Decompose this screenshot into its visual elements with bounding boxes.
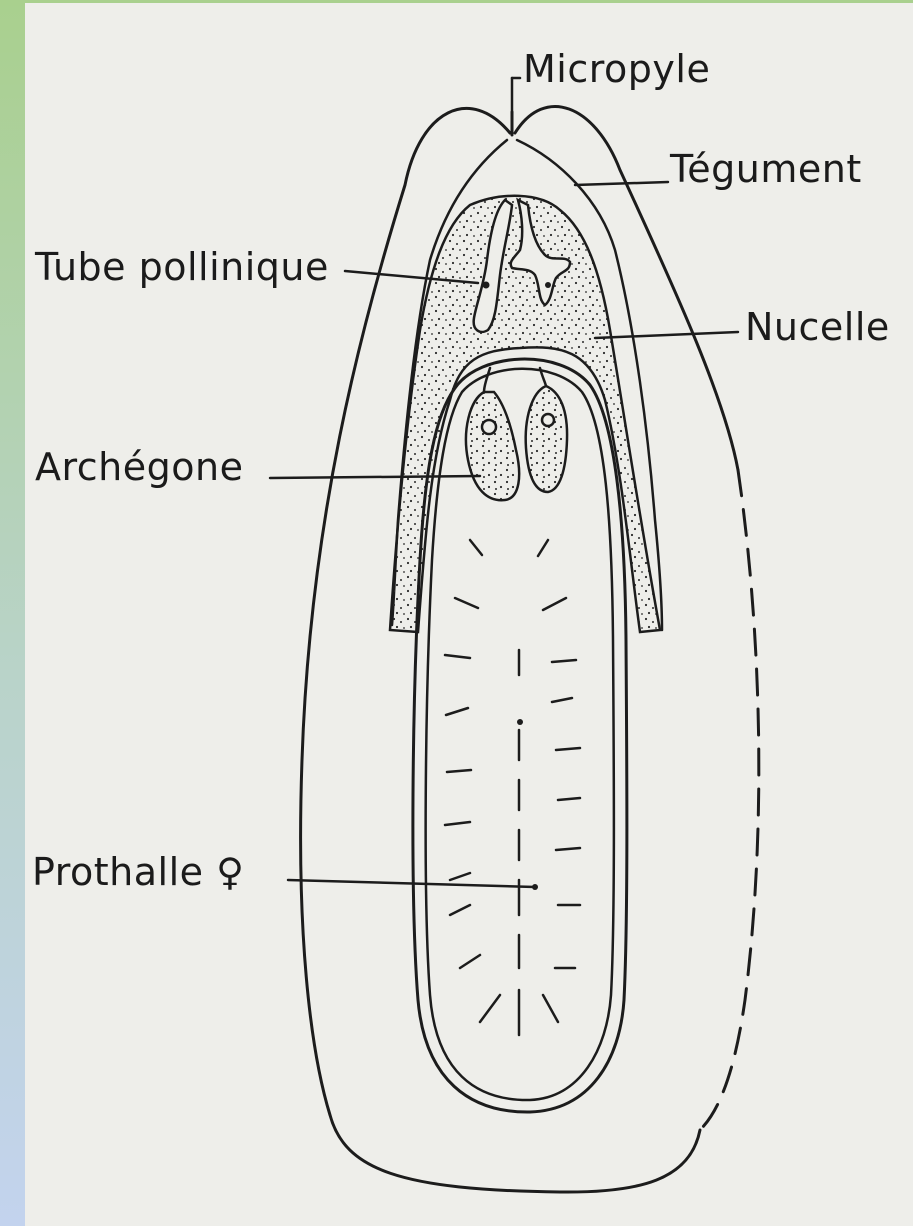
leader-nucelle <box>595 332 738 338</box>
tegument-dashed-edge <box>700 470 759 1130</box>
archegone-right <box>526 386 567 492</box>
archegone-left-nucleus <box>482 420 496 434</box>
archegone-right-nucleus <box>542 414 554 426</box>
label-tegument: Tégument <box>670 150 862 188</box>
archegone-left <box>466 392 519 500</box>
leader-archegone <box>270 476 480 478</box>
leader-tegument <box>575 182 668 185</box>
prothalle-cell-strokes <box>445 540 580 1035</box>
pollen-tube-nucleus-2 <box>545 282 551 288</box>
archegone-left-neck <box>484 368 490 392</box>
label-archegone: Archégone <box>35 448 243 486</box>
pollen-tube-nucleus <box>483 282 490 289</box>
label-prothalle: Prothalle ♀ <box>32 853 244 891</box>
label-nucelle: Nucelle <box>745 308 890 346</box>
label-tube-pollinique: Tube pollinique <box>35 248 329 286</box>
label-micropyle: Micropyle <box>523 50 710 88</box>
leader-prothalle <box>288 880 535 887</box>
